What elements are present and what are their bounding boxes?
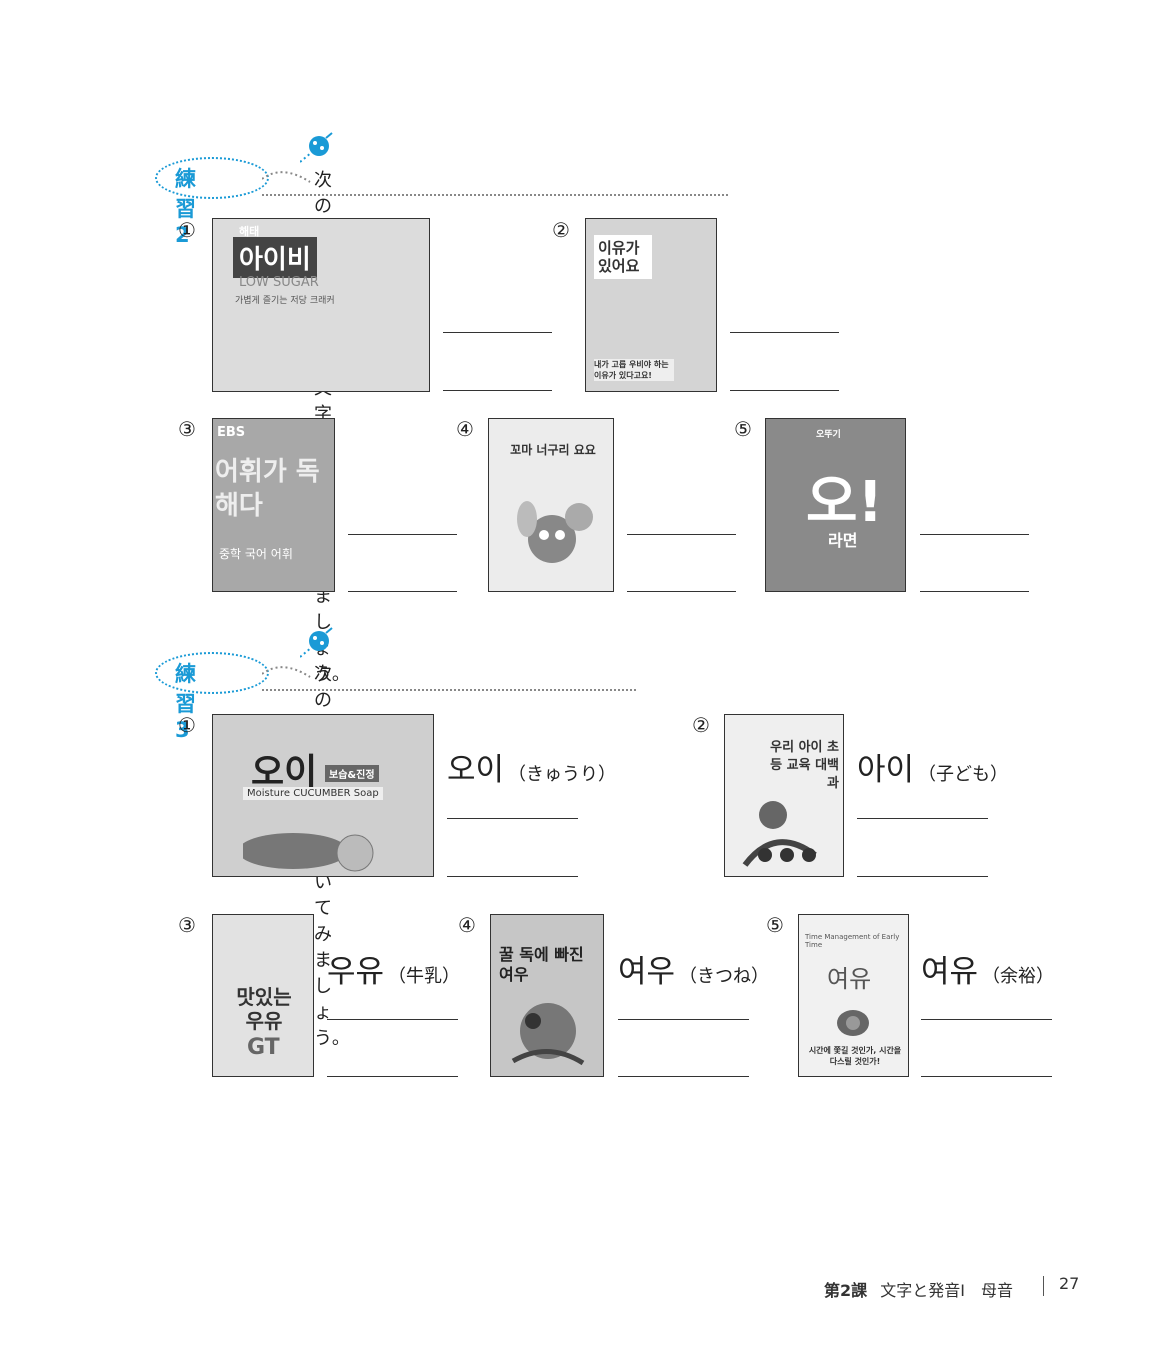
answer-line[interactable] — [857, 876, 988, 877]
photo-title: 아이비 — [233, 237, 317, 278]
photo-caption: 보습&진정 — [325, 765, 379, 782]
item-number: ① — [178, 218, 196, 242]
lesson-title: 文字と発音Ⅰ 母音 — [880, 1281, 1013, 1300]
item-number: ③ — [178, 913, 196, 937]
word-meaning: （きつね） — [679, 966, 770, 987]
instruction-underline — [262, 194, 728, 196]
item-number: ① — [178, 713, 196, 737]
hangul-word: 오이（きゅうり） — [447, 744, 616, 789]
answer-line[interactable] — [730, 390, 839, 391]
product-photo-cucumber-soap: 오이 보습&진정 Moisture CUCUMBER Soap — [212, 714, 434, 877]
item-number: ② — [552, 218, 570, 242]
product-photo-o-ramen: 오뚜기 오! 라면 — [765, 418, 906, 592]
answer-line[interactable] — [920, 534, 1029, 535]
answer-line[interactable] — [447, 876, 578, 877]
product-photo-leisure-book: Time Management of Early Time 여유 시간에 쫓길 … — [798, 914, 909, 1077]
hangul-word: 여우（きつね） — [618, 946, 769, 991]
photo-brand: 해태 — [239, 225, 260, 238]
photo-title: 맛있는 우유 — [236, 985, 292, 1033]
child-illustration — [742, 801, 817, 867]
answer-line[interactable] — [921, 1076, 1052, 1077]
photo-title: 꼬마 너구리 요요 — [510, 443, 596, 457]
photo-title: 이유가 있어요 — [594, 235, 652, 279]
answer-line[interactable] — [921, 1019, 1052, 1020]
hangul-word: 아이（子ども） — [857, 744, 1008, 789]
product-photo-education-book: 우리 아이 초등 교육 대백과 — [724, 714, 844, 877]
page-number: 27 — [1059, 1274, 1080, 1293]
photo-caption: 가볍게 즐기는 저당 크래커 — [235, 296, 335, 306]
photo-subtitle: EBS — [217, 425, 246, 440]
hangul-word-text: 우유 — [327, 954, 385, 990]
exercise-badge-oval — [155, 652, 269, 694]
photo-title: 여유 — [827, 965, 872, 993]
ladybug-icon — [300, 627, 333, 658]
exercise-badge-label: 練習3 — [175, 662, 196, 742]
exercise-badge-label: 練習2 — [175, 167, 196, 247]
photo-title: 어휘가 독해다 — [215, 457, 320, 521]
answer-line[interactable] — [857, 818, 988, 819]
photo-title: 오! — [806, 470, 884, 535]
item-number: ④ — [458, 913, 476, 937]
product-photo-book-reason: 이유가 있어요 내가 고릅 우비야 하는 이유가 있다고요! — [585, 218, 717, 392]
word-meaning: （きゅうり） — [508, 764, 617, 785]
ladybug-icon — [300, 132, 333, 163]
hangul-word-text: 오이 — [447, 752, 505, 788]
answer-line[interactable] — [618, 1019, 749, 1020]
product-photo-ebs-book: EBS 어휘가 독해다 중학 국어 어휘 — [212, 418, 335, 592]
photo-title: 꿀 독에 빠진 여우 — [499, 945, 584, 984]
answer-line[interactable] — [730, 332, 839, 333]
product-photo-milk-carton: 맛있는 우유 GT — [212, 914, 314, 1077]
item-number: ⑤ — [766, 913, 784, 937]
pocket-watch-illustration — [837, 1010, 869, 1036]
product-photo-fox-book: 꿀 독에 빠진 여우 — [490, 914, 604, 1077]
answer-line[interactable] — [920, 591, 1029, 592]
instruction-underline — [262, 689, 636, 691]
hangul-word-text: 아이 — [857, 752, 915, 788]
connector-curve — [262, 171, 311, 183]
hangul-word-text: 여우 — [618, 954, 676, 990]
hangul-word: 여유（余裕） — [921, 946, 1054, 991]
footer-divider — [1043, 1276, 1044, 1296]
answer-line[interactable] — [327, 1076, 458, 1077]
answer-line[interactable] — [443, 332, 552, 333]
item-number: ② — [692, 713, 710, 737]
photo-caption: 내가 고릅 우비야 하는 이유가 있다고요! — [594, 359, 674, 381]
photo-subtitle: 라면 — [828, 531, 858, 550]
hangul-word: 우유（牛乳） — [327, 946, 460, 991]
product-photo-raccoon-book: 꼬마 너구리 요요 — [488, 418, 614, 592]
exercise-badge-oval — [155, 157, 269, 199]
word-meaning: （子ども） — [918, 764, 1009, 785]
photo-title: 오이 — [251, 752, 318, 793]
photo-caption: 중학 국어 어휘 — [219, 547, 293, 561]
answer-line[interactable] — [348, 534, 457, 535]
hangul-word-text: 여유 — [921, 954, 979, 990]
item-number: ④ — [456, 417, 474, 441]
photo-caption: 시간에 쫓길 것인가, 시간을 다스릴 것인가! — [808, 1046, 902, 1066]
answer-line[interactable] — [618, 1076, 749, 1077]
answer-line[interactable] — [627, 534, 736, 535]
raccoon-illustration — [517, 501, 593, 563]
photo-caption: 오뚜기 — [816, 430, 841, 440]
photo-subtitle: LOW SUGAR — [239, 275, 319, 290]
item-number: ③ — [178, 417, 196, 441]
answer-line[interactable] — [447, 818, 578, 819]
item-number: ⑤ — [734, 417, 752, 441]
connector-curve — [262, 666, 311, 678]
photo-subtitle: Time Management of Early Time — [805, 933, 900, 949]
cucumber-illustration — [243, 833, 374, 872]
product-photo-ivy-cracker: 해태 아이비 LOW SUGAR 가볍게 즐기는 저당 크래커 — [212, 218, 430, 392]
lesson-number: 第2課 — [824, 1281, 868, 1300]
page-footer: 第2課 文字と発音Ⅰ 母音 — [824, 1277, 1013, 1301]
word-meaning: （牛乳） — [388, 966, 461, 987]
answer-line[interactable] — [327, 1019, 458, 1020]
answer-line[interactable] — [627, 591, 736, 592]
photo-subtitle: GT — [247, 1035, 280, 1060]
answer-line[interactable] — [348, 591, 457, 592]
fox-illustration — [511, 1003, 585, 1066]
photo-subtitle: Moisture CUCUMBER Soap — [243, 787, 383, 800]
photo-title: 우리 아이 초등 교육 대백과 — [770, 740, 839, 791]
word-meaning: （余裕） — [982, 966, 1055, 987]
answer-line[interactable] — [443, 390, 552, 391]
